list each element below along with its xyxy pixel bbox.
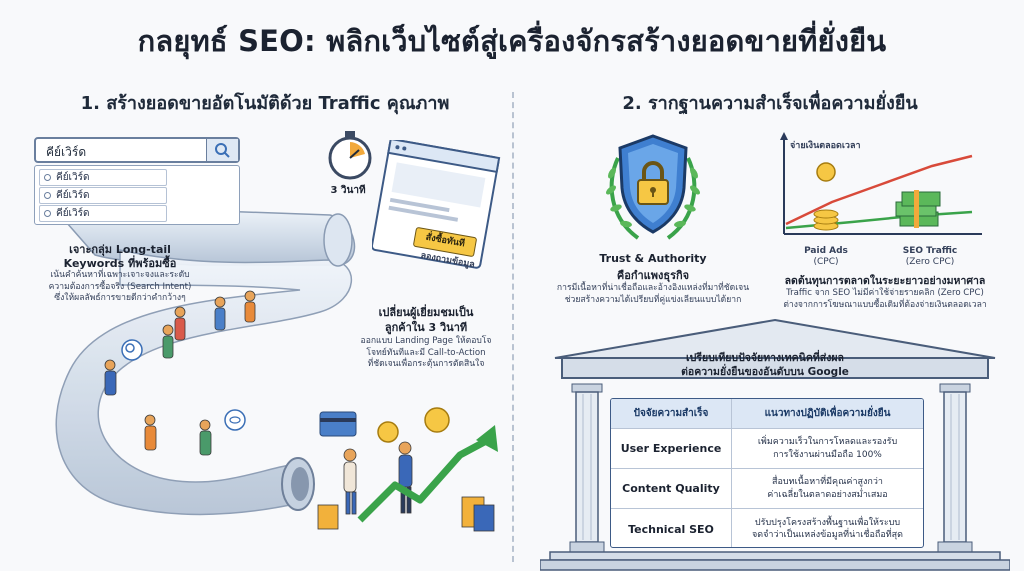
convert-title-line2: ลูกค้าใน 3 วินาที [384,321,468,334]
chart-label-top: จ่ายเงินตลอดเวลา [790,141,861,151]
search-input[interactable]: คีย์เวิร์ด [34,137,240,163]
search-icon [44,192,51,199]
seo-traffic-label: SEO Traffic (Zero CPC) [902,246,958,267]
stopwatch-icon [328,131,372,180]
table-header-practice: แนวทางปฏิบัติเพื่อความยั่งยืน [731,399,923,428]
cost-comparison-illustration [780,132,982,235]
table-header-row: ปัจจัยความสำเร็จ แนวทางปฏิบัติเพื่อความย… [611,399,923,429]
right-section-heading: 2. รากฐานความสำเร็จเพื่อความยั่งยืน [622,93,918,114]
trust-desc: การมีเนื้อหาที่น่าเชื่อถือและอ้างอิงแหล่… [556,283,750,305]
table-header-factor: ปัจจัยความสำเร็จ [633,408,709,419]
convert-desc: ออกแบบ Landing Page ให้ตอบโจ โจทย์ทันทีแ… [360,336,492,370]
left-section-heading: 1. สร้างยอดขายอัตโนมัติด้วย Traffic คุณภ… [80,93,450,114]
longtail-title-line2: Keywords ที่พร้อมซื้อ [63,257,177,270]
longtail-title-line1: เจาะกลุ่ม Long-tail [69,243,171,256]
trust-title-line2: คือกำแพงธุรกิจ [616,269,690,282]
search-button[interactable] [206,139,238,161]
longtail-desc: เน้นคำค้นหาที่เฉพาะเจาะจงและระดับ ความต้… [48,270,192,304]
shield-lock-icon [606,134,700,240]
table-row: User Experience เพิ่มความเร็วในการโหลดแล… [611,429,923,469]
paid-ads-label: Paid Ads (CPC) [804,246,848,267]
suggestion-item[interactable]: คีย์เวิร์ด [39,169,167,186]
temple-title-line2: ต่อความยั่งยืนของอันดับบน Google [681,366,849,378]
suggestion-item[interactable]: คีย์เวิร์ด [39,187,167,204]
cost-desc: Traffic จาก SEO ไม่มีค่าใช้จ่ายรายคลิก (… [783,288,987,310]
search-query-text: คีย์เวิร์ด [46,145,87,159]
search-icon [44,174,51,181]
search-icon [44,210,51,217]
table-row: Technical SEO ปรับปรุงโครงสร้างพื้นฐานเพ… [611,509,923,547]
table-row: Content Quality สื่อบทเนื้อหาที่มีคุณค่า… [611,469,923,509]
temple-title-line1: เปรียบเทียบปัจจัยทางเทคนิคที่ส่งผล [686,352,844,364]
search-icon [215,143,230,158]
temple-illustration [540,318,1010,571]
convert-title-line1: เปลี่ยนผู้เยี่ยมชมเป็น [378,306,474,319]
search-suggestions: คีย์เวิร์ด คีย์เวิร์ด คีย์เวิร์ด [34,165,240,225]
comparison-table: ปัจจัยความสำเร็จ แนวทางปฏิบัติเพื่อความย… [610,398,924,548]
suggestion-item[interactable]: คีย์เวิร์ด [39,205,167,222]
section-divider [512,92,514,562]
timer-label: 3 วินาที [330,185,366,196]
trust-title-line1: Trust & Authority [599,252,707,265]
cost-title: ลดต้นทุนการตลาดในระยะยาวอย่างมหาศาล [784,275,986,287]
page-title: กลยุทธ์ SEO: พลิกเว็บไซต์สู่เครื่องจักรส… [137,24,887,58]
